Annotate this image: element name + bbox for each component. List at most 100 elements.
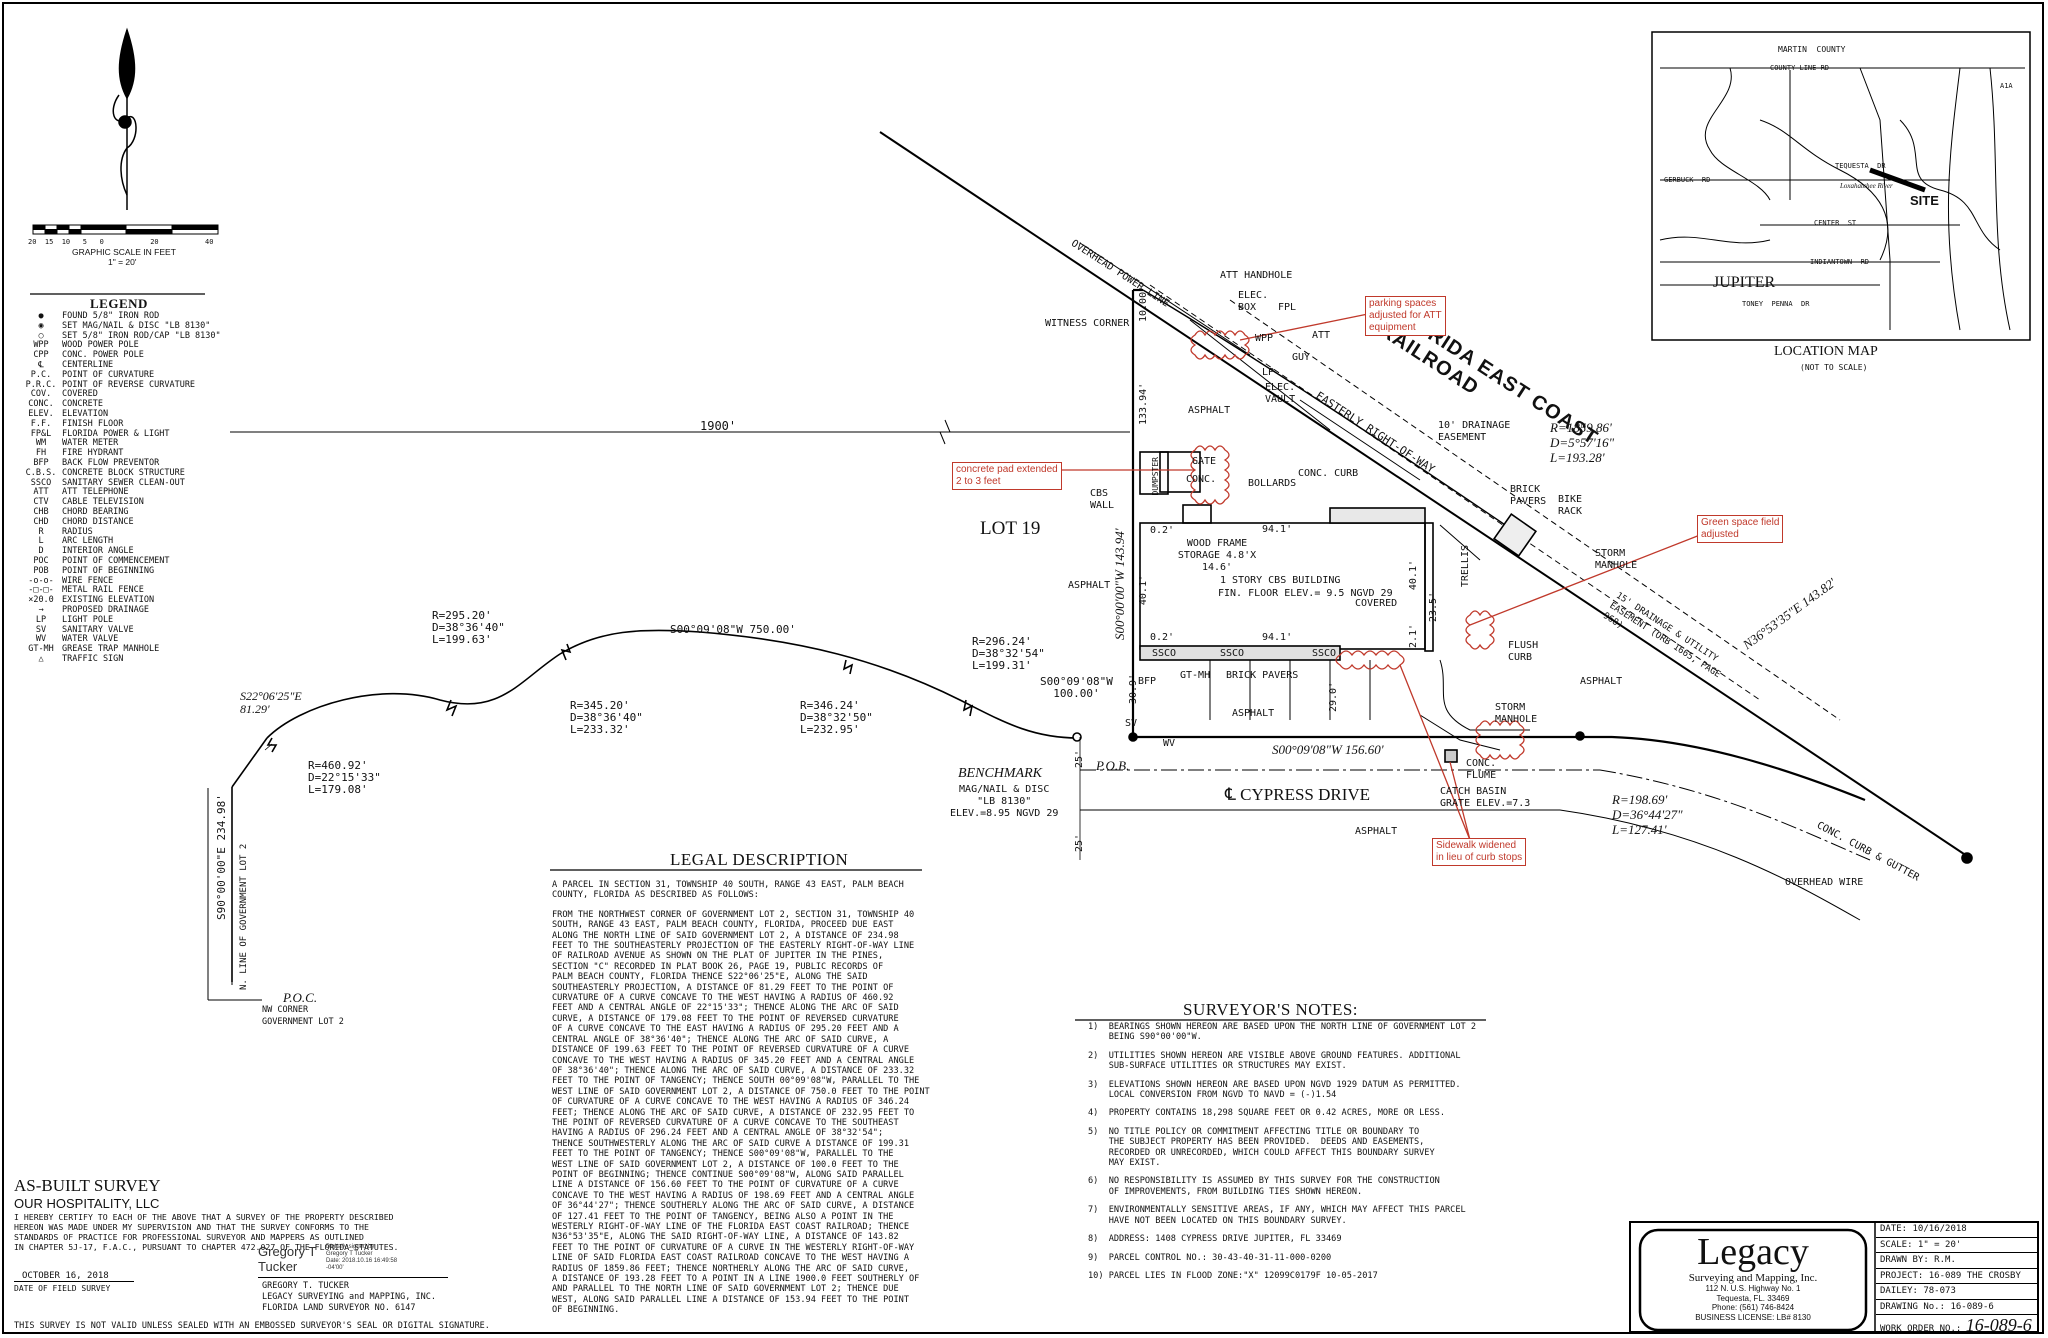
- tb-project: PROJECT: 16-089 THE CROSBY: [1876, 1269, 2037, 1284]
- legend-item: →PROPOSED DRAINAGE: [20, 604, 221, 616]
- legend-text: COVERED: [62, 389, 98, 400]
- legend-text: FIRE HYDRANT: [62, 448, 124, 459]
- legal-description: A PARCEL IN SECTION 31, TOWNSHIP 40 SOUT…: [552, 880, 932, 1316]
- surveyor-note: 5) NO TITLE POLICY OR COMMITMENT AFFECTI…: [1088, 1126, 1435, 1169]
- dim-13394: 133.94': [1138, 382, 1149, 425]
- legend-symbol: WPP: [33, 340, 49, 351]
- curve-46092: R=460.92' D=22°15'33" L=179.08': [308, 759, 381, 796]
- surveyor-note: 2) UTILITIES SHOWN HEREON ARE VISIBLE AB…: [1088, 1050, 1461, 1072]
- legend-item: CONC.CONCRETE: [20, 399, 221, 410]
- graphic-scale: [32, 224, 219, 235]
- att-label: ATT: [1312, 330, 1331, 341]
- logo-city: Tequesta, FL. 33469: [1716, 1293, 1790, 1303]
- curve-row-label: R=1859.86' D=5°57'16" L=193.28': [1550, 420, 1615, 465]
- title-block-frame: [1629, 1221, 2039, 1333]
- gt-mh-label: GT-MH: [1180, 670, 1211, 681]
- legend-text: CONC. POWER POLE: [62, 350, 144, 361]
- legend-text: WOOD POWER POLE: [62, 340, 139, 351]
- curve-34520: R=345.20' D=38°36'40" L=233.32': [570, 699, 643, 736]
- legend-item: P.C.POINT OF CURVATURE: [20, 370, 221, 381]
- lot-label: LOT 19: [980, 518, 1041, 539]
- north-arrow-icon: [112, 27, 137, 210]
- poc-detail: NW CORNER GOVERNMENT LOT 2: [262, 1005, 344, 1027]
- legend-symbol: GT-MH: [28, 644, 54, 655]
- tb-date: DATE: 10/16/2018: [1876, 1222, 2037, 1238]
- legend-symbol: CTV: [33, 497, 49, 508]
- sv-label: SV: [1125, 718, 1138, 729]
- legend-text: TRAFFIC SIGN: [62, 653, 124, 664]
- legend-symbol: CHB: [33, 506, 49, 517]
- legend-text: PROPOSED DRAINAGE: [62, 604, 149, 615]
- legend-symbol: WM: [35, 438, 47, 449]
- legend-item: WPP WOOD POWER POLE: [20, 340, 221, 351]
- surveyor-note: 6) NO RESPONSIBILITY IS ASSUMED BY THIS …: [1088, 1176, 1440, 1197]
- red-markups: [1060, 313, 1701, 841]
- legend-item: F.F.FINISH FLOOR: [20, 419, 221, 430]
- storm-manhole-2: STORM MANHOLE: [1495, 702, 1538, 725]
- title-block: DATE: 10/16/2018 SCALE: 1" = 20' DRAWN B…: [1876, 1222, 2037, 1337]
- legend-text: POINT OF REVERSE CURVATURE: [62, 379, 196, 390]
- asphalt-east: ASPHALT: [1580, 676, 1623, 687]
- distance-1900: 1900': [700, 419, 737, 433]
- pob-label: P.O.B.: [1096, 758, 1130, 773]
- dim-941-top: 94.1': [1262, 524, 1293, 535]
- dim-25-b: 25': [1074, 833, 1085, 852]
- legend-symbol: ATT: [33, 487, 49, 498]
- location-map: [1651, 31, 2031, 341]
- survey-title: AS-BUILT SURVEY: [14, 1176, 161, 1195]
- signature-digital: Digitally signed by Gregory T Tucker Dat…: [326, 1244, 398, 1271]
- legend-symbol: FP&L: [30, 428, 52, 439]
- legend-text: CONCRETE: [62, 399, 103, 410]
- legend-title: LEGEND: [90, 296, 148, 311]
- west-line-label: S00°00'00"W 143.94': [1112, 528, 1127, 640]
- scale-ticks: 20 15 10 5 0 20 40: [28, 238, 214, 246]
- legend-item: ◉SET MAG/NAIL & DISC "LB 8130": [20, 321, 221, 332]
- surveyor-notes: 1) BEARINGS SHOWN HEREON ARE BASED UPON …: [1088, 1022, 1508, 1289]
- n-line-label: N. LINE OF GOVERNMENT LOT 2: [239, 843, 249, 990]
- dumpster-label: DUMPSTER: [1151, 457, 1160, 496]
- bike-rack-label: BIKE RACK: [1558, 494, 1583, 517]
- legend-symbol: CHD: [33, 516, 49, 527]
- building-label: 1 STORY CBS BUILDING: [1220, 575, 1341, 586]
- note-pad: concrete pad extended 2 to 3 feet: [952, 462, 1062, 490]
- dim-290: 29.0': [1328, 681, 1339, 712]
- legend-text: ATT TELEPHONE: [62, 487, 129, 498]
- legend-item: C.B.S.CONCRETE BLOCK STRUCTURE: [20, 468, 221, 479]
- legend-symbol: POB: [33, 565, 49, 576]
- dim-21: 2.1': [1408, 623, 1419, 648]
- legend-item: P.R.C.POINT OF REVERSE CURVATURE: [20, 379, 221, 391]
- logo-license: BUSINESS LICENSE: LB# 8130: [1695, 1312, 1811, 1322]
- legend-symbol: -o-o-: [28, 575, 54, 586]
- date-rule: [14, 1281, 134, 1282]
- property-boundary: [1131, 288, 1866, 802]
- signature-name: Gregory T Tucker: [258, 1244, 317, 1274]
- fpl-label: FPL: [1278, 302, 1297, 313]
- map-toney: TONEY PENNA DR: [1742, 300, 1810, 308]
- ssco-label-3: SSCO: [1312, 648, 1337, 659]
- legend-text: EXISTING ELEVATION: [62, 595, 155, 606]
- note-sidewalk: Sidewalk widened in lieu of curb stops: [1432, 838, 1527, 866]
- tb-work-label: WORK ORDER NO.:: [1880, 1324, 1962, 1334]
- logo-address: 112 N. U.S. Highway No. 1: [1705, 1284, 1801, 1293]
- legend-text: FOUND 5/8" IRON ROD: [62, 311, 160, 321]
- legend-symbol: SV: [35, 624, 47, 635]
- gate-label: GATE: [1192, 456, 1217, 467]
- cypress-drive: [1079, 737, 1871, 921]
- legend-symbol: ELEV.: [28, 408, 54, 419]
- company-logo: Legacy Surveying and Mapping, Inc. 112 N…: [1640, 1232, 1866, 1322]
- section-rules: [30, 293, 1486, 1021]
- legend-symbol: LP: [35, 614, 47, 625]
- wpp-label: WPP: [1255, 333, 1274, 344]
- legend-text: BACK FLOW PREVENTOR: [62, 457, 160, 468]
- ssco-label-1: SSCO: [1152, 648, 1177, 659]
- tb-drawn: DRAWN BY: R.M.: [1876, 1253, 2037, 1269]
- surveyor-note: 7) ENVIRONMENTALLY SENSITIVE AREAS, IF A…: [1088, 1205, 1466, 1226]
- brick-pavers-2: BRICK PAVERS: [1226, 670, 1299, 681]
- building-outline: [1072, 319, 1973, 864]
